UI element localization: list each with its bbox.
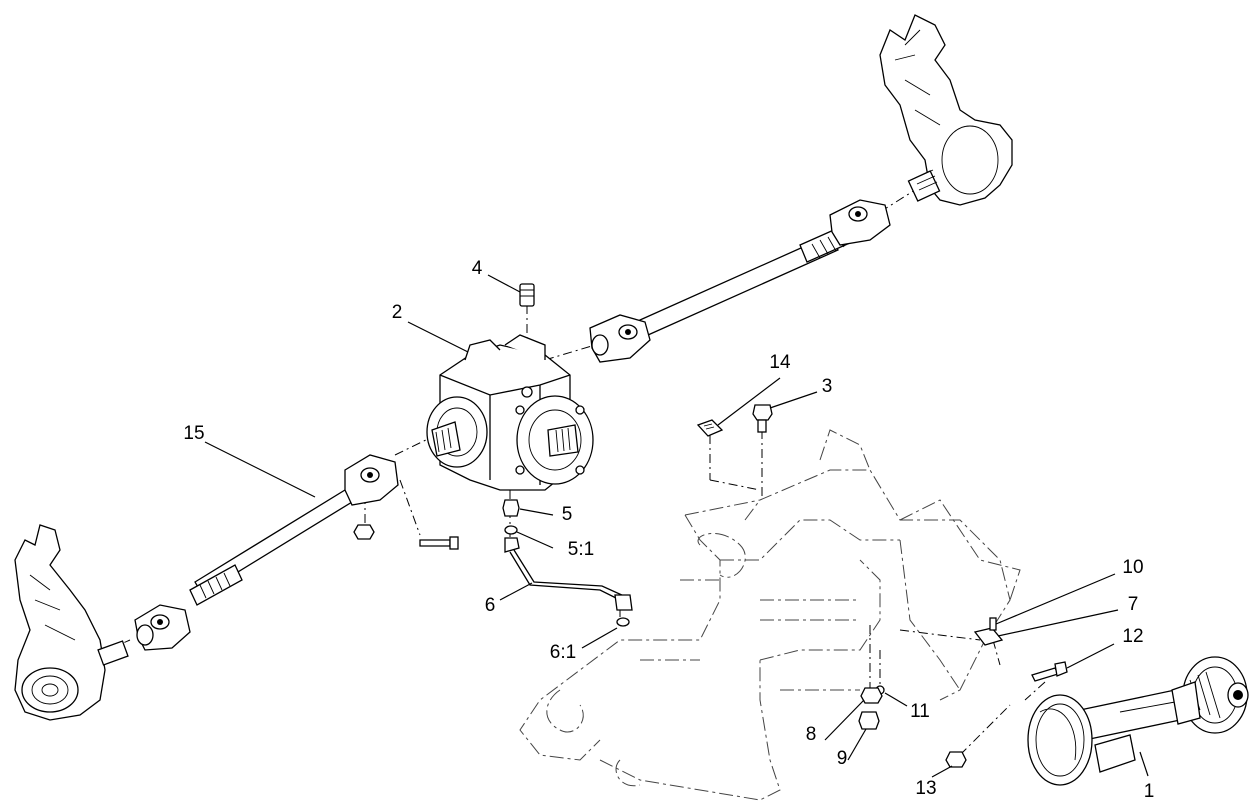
- gearbox-assembly: [426, 334, 594, 491]
- callout-8: 8: [806, 724, 817, 745]
- assembly-centerlines: [106, 189, 1046, 756]
- u-joint-bolt: [353, 524, 459, 550]
- callout-2: 2: [392, 302, 403, 323]
- callout-5: 5: [562, 504, 573, 525]
- mount-bolt: [752, 404, 773, 433]
- vent-plug: [519, 283, 535, 307]
- decal: [696, 419, 724, 437]
- callout-10: 10: [1122, 557, 1143, 578]
- upper-driveshaft: [589, 199, 891, 363]
- callout-6-1: 6:1: [550, 642, 576, 663]
- carrier-frame-phantom: [519, 429, 1021, 801]
- clip-hardware: [858, 617, 1004, 730]
- lower-left-driveshaft: [134, 454, 399, 651]
- lower-left-deck-gearbox: [14, 524, 129, 721]
- callout-1: 1: [1144, 781, 1155, 802]
- callout-13: 13: [915, 778, 936, 799]
- callout-labels: 1 2 3 4 5 5:1 6 6:1 7 8 9 10 11 12 13 14…: [183, 258, 1154, 802]
- grease-tube: [504, 537, 633, 627]
- pto-driveshaft: [1027, 656, 1249, 786]
- callout-7: 7: [1128, 594, 1139, 615]
- callout-5-1: 5:1: [568, 539, 594, 560]
- shaft-pin: [945, 661, 1068, 768]
- callout-9: 9: [837, 748, 848, 769]
- callout-12: 12: [1122, 626, 1143, 647]
- callout-14: 14: [769, 352, 791, 373]
- upper-right-deck-gearbox: [879, 14, 1013, 206]
- callout-4: 4: [472, 258, 483, 279]
- callout-6: 6: [485, 595, 496, 616]
- callout-leaders: [204, 274, 1149, 778]
- callout-11: 11: [910, 701, 930, 722]
- elbow-fitting: [502, 499, 520, 535]
- callout-15: 15: [183, 423, 204, 444]
- callout-3: 3: [822, 376, 833, 397]
